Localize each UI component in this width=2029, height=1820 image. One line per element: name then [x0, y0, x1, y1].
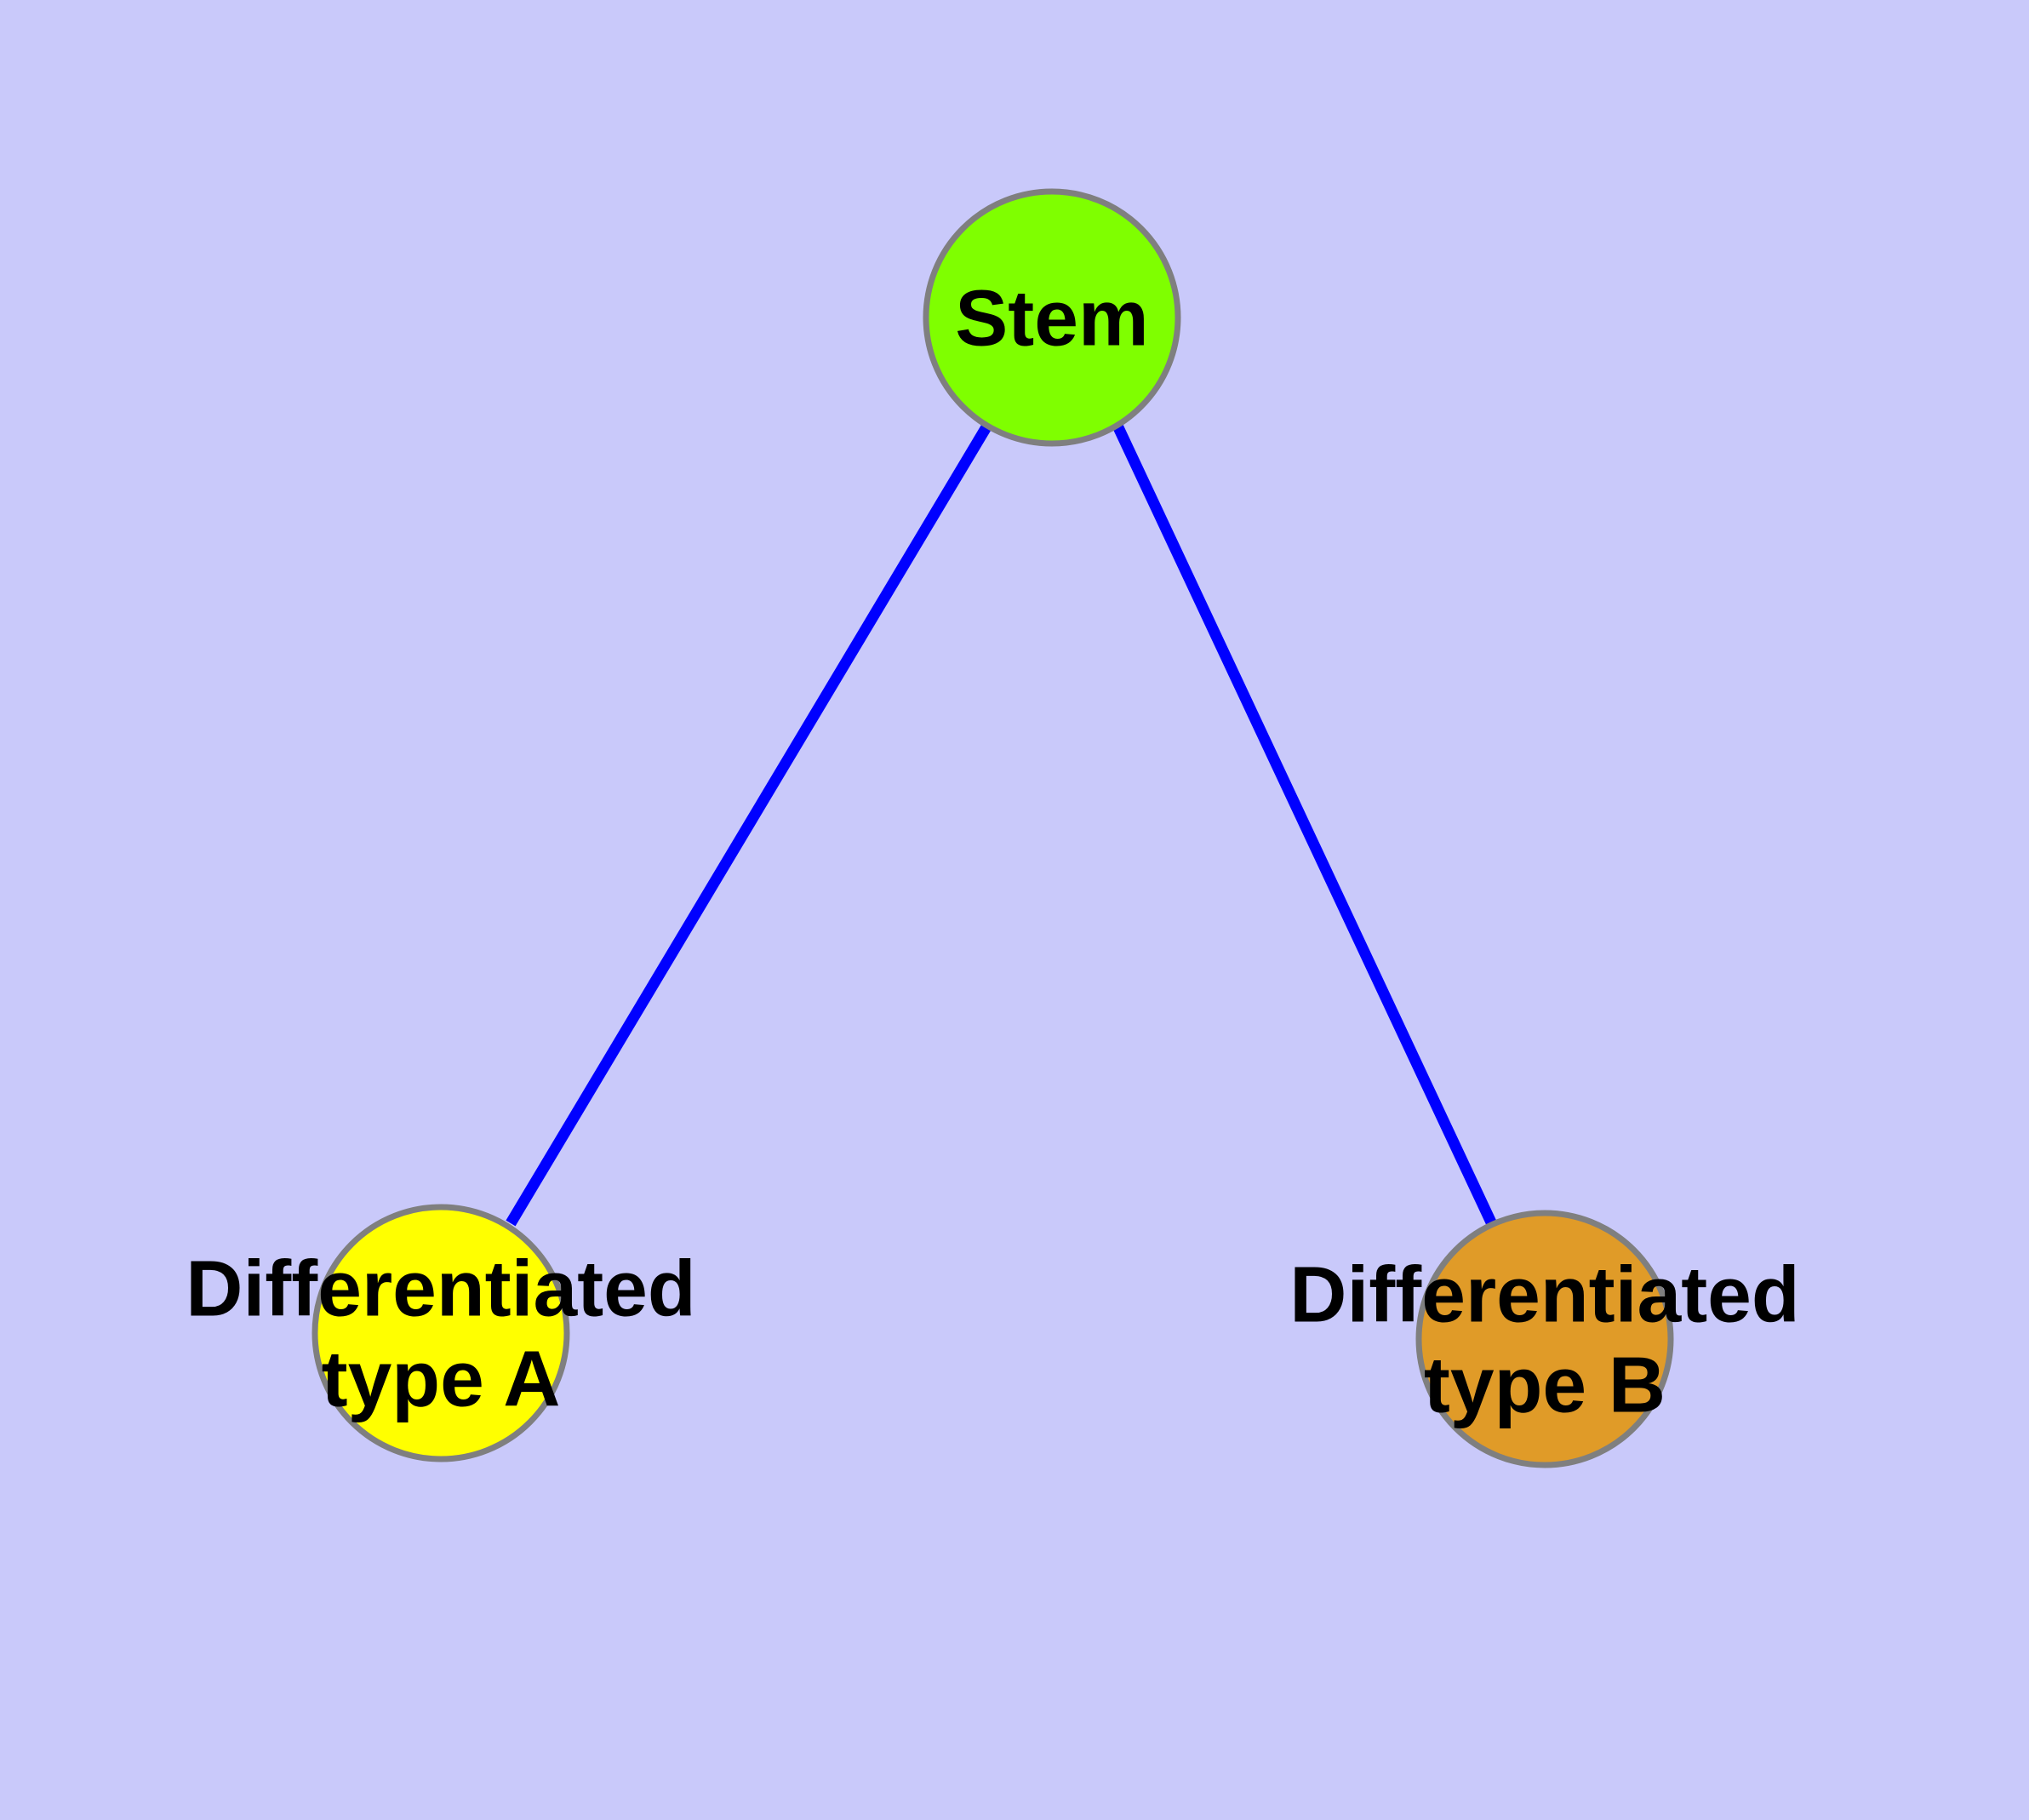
node-stem[interactable] [923, 188, 1181, 447]
node-diff-type-b[interactable] [1415, 1210, 1674, 1468]
edge-stem-to-diff-type-b[interactable] [1112, 423, 1497, 1227]
node-label-line: type B [1424, 1341, 1666, 1429]
node-label-line: Stem [955, 274, 1148, 363]
nodes-group [311, 188, 1674, 1468]
node-label-line: Differentiated [1289, 1251, 1799, 1339]
node-label-line: Differentiated [186, 1245, 695, 1333]
node-label-line: type A [322, 1335, 561, 1423]
node-diff-type-a[interactable] [311, 1204, 570, 1462]
edges-group [506, 422, 1497, 1227]
node-label-stem: Stem [955, 274, 1148, 363]
edge-stem-to-diff-type-a[interactable] [506, 422, 992, 1227]
